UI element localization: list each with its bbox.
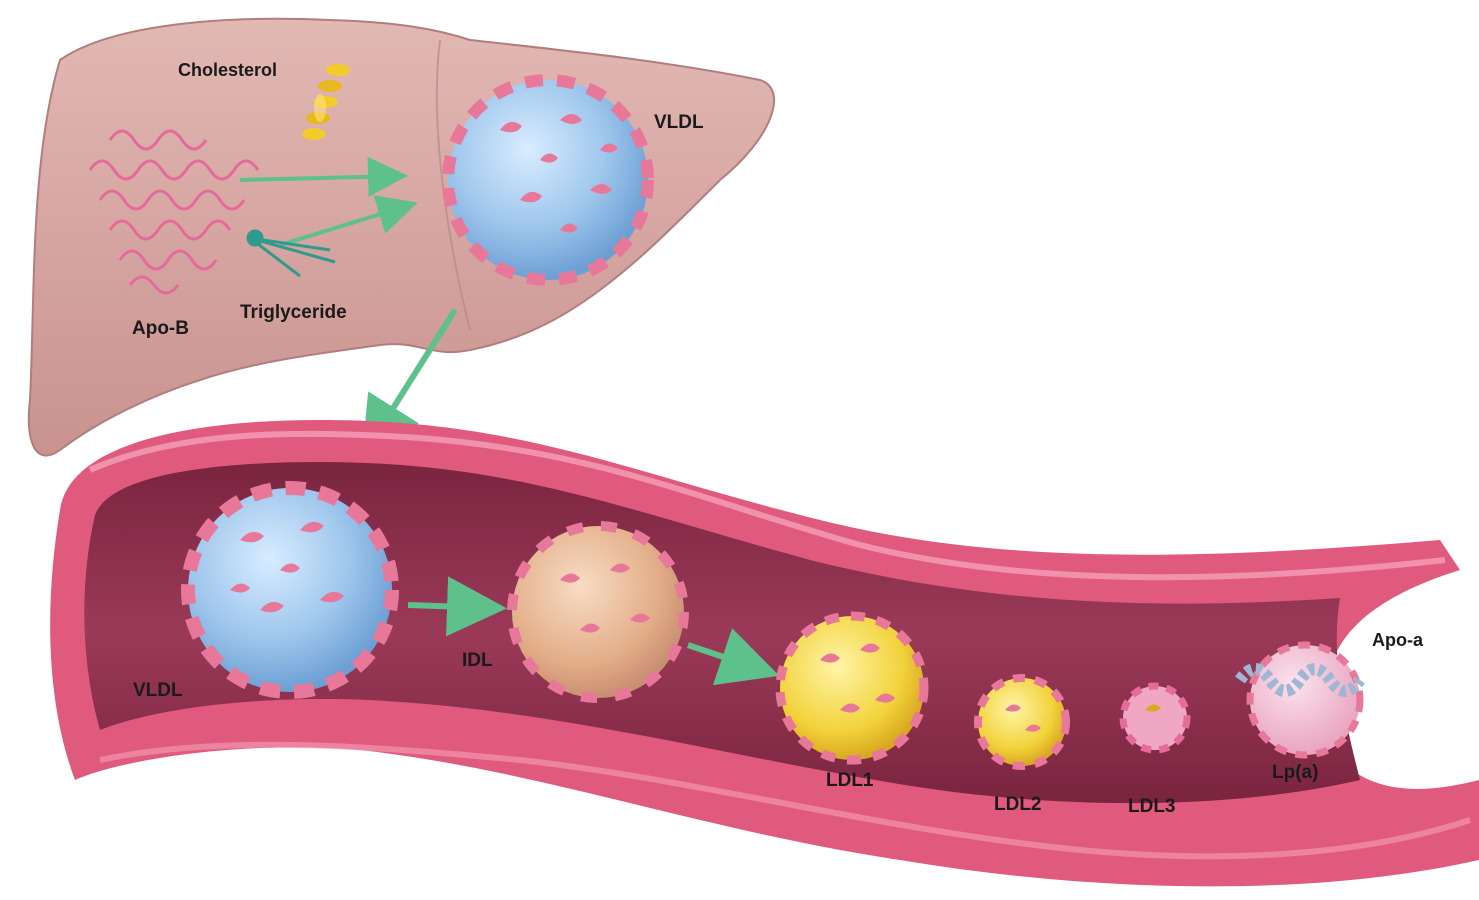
label-liver-vldl: VLDL xyxy=(654,112,704,133)
label-ldl2: LDL2 xyxy=(994,794,1042,815)
liver xyxy=(29,19,774,456)
label-lpa: Lp(a) xyxy=(1272,762,1318,783)
vessel-vldl-particle xyxy=(188,488,392,692)
label-ldl1: LDL1 xyxy=(826,770,874,791)
label-vessel-vldl: VLDL xyxy=(133,680,183,701)
arrow-vldl-to-idl xyxy=(408,605,495,608)
label-apob: Apo-B xyxy=(132,318,189,339)
label-idl: IDL xyxy=(462,650,493,671)
label-ldl3: LDL3 xyxy=(1128,796,1176,817)
ldl3-particle xyxy=(1123,686,1187,750)
label-apoa: Apo-a xyxy=(1372,630,1424,650)
label-cholesterol: Cholesterol xyxy=(178,60,277,80)
liver-vldl-particle xyxy=(448,80,648,280)
label-triglyceride: Triglyceride xyxy=(240,302,347,323)
ldl1-particle xyxy=(780,616,924,760)
idl-particle xyxy=(512,526,684,698)
ldl2-particle xyxy=(978,678,1066,766)
